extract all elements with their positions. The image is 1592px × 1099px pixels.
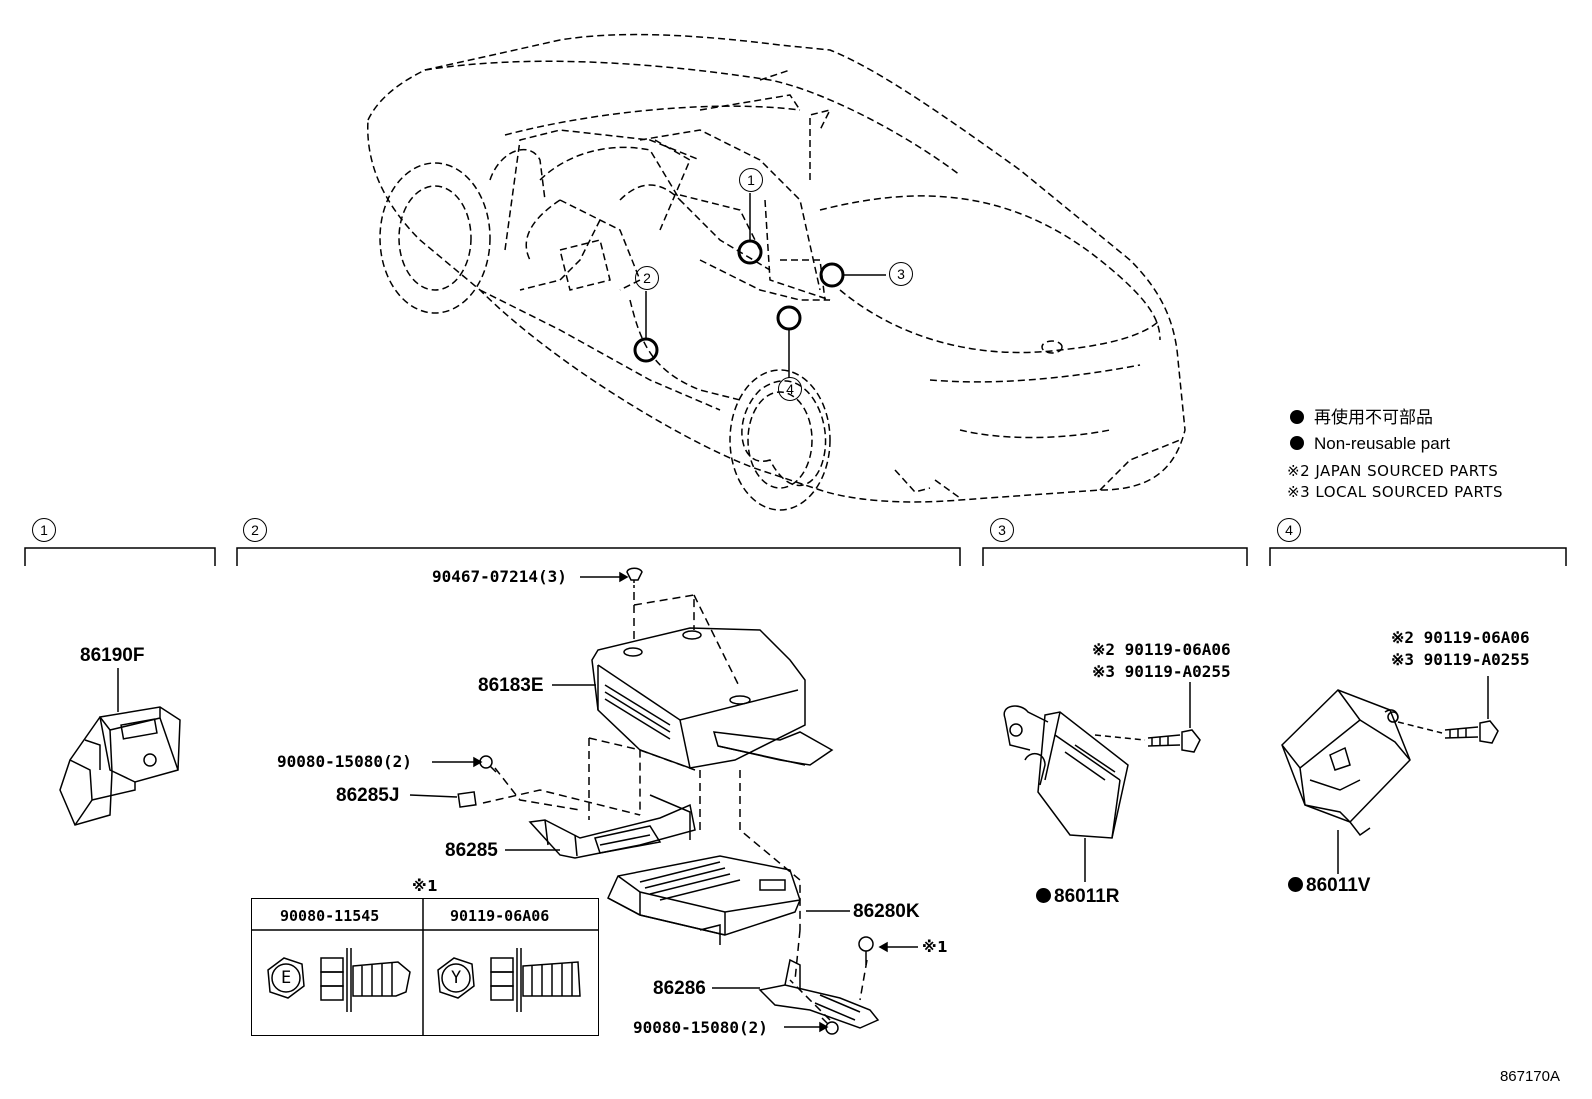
legend-jp: 再使用不可部品 (1290, 409, 1433, 426)
part-label-86011V: 86011V (1288, 876, 1370, 895)
table-symbol-e: E (281, 968, 292, 988)
part-label-90080-15080-bottom: 90080-15080(2) (633, 1018, 768, 1037)
table-symbol-y: Y (451, 968, 462, 988)
fastener-table: 90080-11545 90119-06A06 (251, 898, 599, 1036)
part-label-86286: 86286 (653, 978, 706, 999)
legend-jp-text: 再使用不可部品 (1314, 408, 1433, 427)
bullet-icon (1290, 410, 1304, 424)
switch-86190F-drawing (59, 668, 181, 826)
part-label-86183E: 86183E (478, 675, 544, 696)
drawing-code: 867170A (1499, 1068, 1560, 1085)
table-header-90119-06A06: 90119-06A06 (450, 907, 550, 925)
table-drawings (251, 898, 599, 1036)
part-label-right-s3-v: ※3 90119-A0255 (1391, 650, 1530, 669)
non-reusable-bullet-icon (1036, 888, 1051, 903)
part-label-86190F: 86190F (80, 645, 145, 666)
legend-en: Non-reusable part (1290, 435, 1450, 452)
table-mark: ※1 (412, 877, 439, 895)
section-brackets (24, 547, 1567, 566)
part-label-90467-07214: 90467-07214(3) (432, 567, 567, 586)
car-callout-2: 2 (635, 266, 659, 290)
sensor-86011R-drawing (1003, 682, 1201, 882)
table-header-90080-11545: 90080-11545 (280, 907, 380, 925)
part-label-right-s2-v: ※2 90119-06A06 (1391, 628, 1530, 647)
sensor-86011V-drawing (1281, 676, 1499, 874)
legend-en-text: Non-reusable part (1314, 434, 1451, 453)
section-number-2: 2 (243, 518, 267, 542)
part-note-1-bolt: ※1 (922, 938, 949, 956)
ecu-assembly-drawing (409, 567, 918, 1035)
part-label-90080-15080-top: 90080-15080(2) (277, 752, 412, 771)
part-label-86285: 86285 (445, 840, 498, 861)
legend-note-2: ※2 JAPAN SOURCED PARTS (1287, 462, 1499, 480)
part-label-86011R: 86011R (1036, 887, 1120, 906)
car-callout-leaders (633, 193, 886, 378)
section-number-4: 4 (1277, 518, 1301, 542)
car-callout-4: 4 (778, 377, 802, 401)
part-number-86011V: 86011V (1306, 875, 1371, 896)
non-reusable-bullet-icon (1288, 877, 1303, 892)
section-number-1: 1 (32, 518, 56, 542)
car-callout-1: 1 (739, 168, 763, 192)
bullet-icon (1290, 436, 1304, 450)
section-number-3: 3 (990, 518, 1014, 542)
part-number-86011R: 86011R (1054, 886, 1120, 907)
part-label-86280K: 86280K (853, 901, 920, 922)
part-label-86285J: 86285J (336, 785, 400, 806)
legend-note-3: ※3 LOCAL SOURCED PARTS (1287, 483, 1503, 501)
part-label-right-s2-r: ※2 90119-06A06 (1092, 640, 1231, 659)
part-label-right-s3-r: ※3 90119-A0255 (1092, 662, 1231, 681)
car-callout-3: 3 (889, 262, 913, 286)
car-outline (367, 33, 1186, 511)
